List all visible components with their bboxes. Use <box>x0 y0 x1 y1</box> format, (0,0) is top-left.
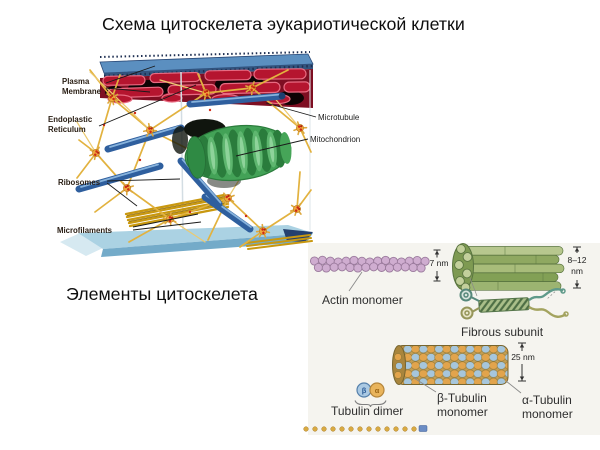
beta-leader-line <box>413 377 437 393</box>
microtubule-rods-graphic <box>75 92 286 233</box>
beta-tubulin-label-line1: β-Tubulin <box>437 391 487 405</box>
label-endoplasmic-reticulum-line1: Endoplastic <box>48 115 93 124</box>
alpha-symbol: α <box>375 386 380 395</box>
intermediate-filament-graphic <box>452 243 565 293</box>
alpha-leader-line <box>505 380 522 394</box>
cell-cytoskeleton-diagram: Plasma Membrane Endoplastic Reticulum Ri… <box>48 51 360 257</box>
label-microtubule: Microtubule <box>318 113 360 122</box>
label-plasma-membrane-line1: Plasma <box>62 77 90 86</box>
slide-subtitle: Элементы цитоскелета <box>66 284 258 304</box>
image-edge-artifact <box>303 425 428 432</box>
slide-title: Схема цитоскелета эукариотической клетки <box>102 14 465 34</box>
brace-icon <box>354 400 387 408</box>
cell-floor-graphic <box>60 225 313 257</box>
actin-monomer-label: Actin monomer <box>322 293 403 307</box>
fibrous-leader-line <box>469 277 478 297</box>
actin-diameter-label: 7 nm <box>430 258 449 268</box>
actin-dimension <box>433 249 441 282</box>
actin-leader-line <box>348 271 363 292</box>
label-ribosomes: Ribosomes <box>58 178 101 187</box>
tubulin-dimer-icon: β α <box>354 382 387 408</box>
leader-lines <box>98 65 317 231</box>
fibrous-dashed-line <box>546 288 559 300</box>
cytoskeleton-elements-diagram: 7 nm Actin monomer 8–12 nm <box>303 243 600 435</box>
beta-tubulin-label-line2: monomer <box>437 405 488 419</box>
intermediate-diameter-line1: 8–12 <box>568 255 587 265</box>
label-microfilaments: Microfilaments <box>57 226 113 235</box>
fibrous-subunit-graphic <box>459 287 569 320</box>
microtubule-dimension <box>518 342 526 382</box>
microtubule-cylinder-graphic <box>392 345 509 385</box>
intermediate-dimension <box>573 246 581 289</box>
intermediate-diameter-line2: nm <box>571 266 583 276</box>
tubulin-dimer-label: Tubulin dimer <box>331 404 403 418</box>
label-plasma-membrane-line2: Membrane <box>62 87 102 96</box>
actin-filament-graphic <box>309 255 430 273</box>
beta-symbol: β <box>362 386 367 395</box>
alpha-tubulin-label-line1: α-Tubulin <box>522 393 572 407</box>
fibrous-subunit-label: Fibrous subunit <box>461 325 544 339</box>
alpha-tubulin-label-line2: monomer <box>522 407 573 421</box>
label-endoplasmic-reticulum-line2: Reticulum <box>48 125 86 134</box>
mitochondrion-graphic <box>172 119 292 188</box>
label-mitochondrion: Mitochondrion <box>310 135 360 144</box>
microtubule-diameter-label: 25 nm <box>511 352 535 362</box>
